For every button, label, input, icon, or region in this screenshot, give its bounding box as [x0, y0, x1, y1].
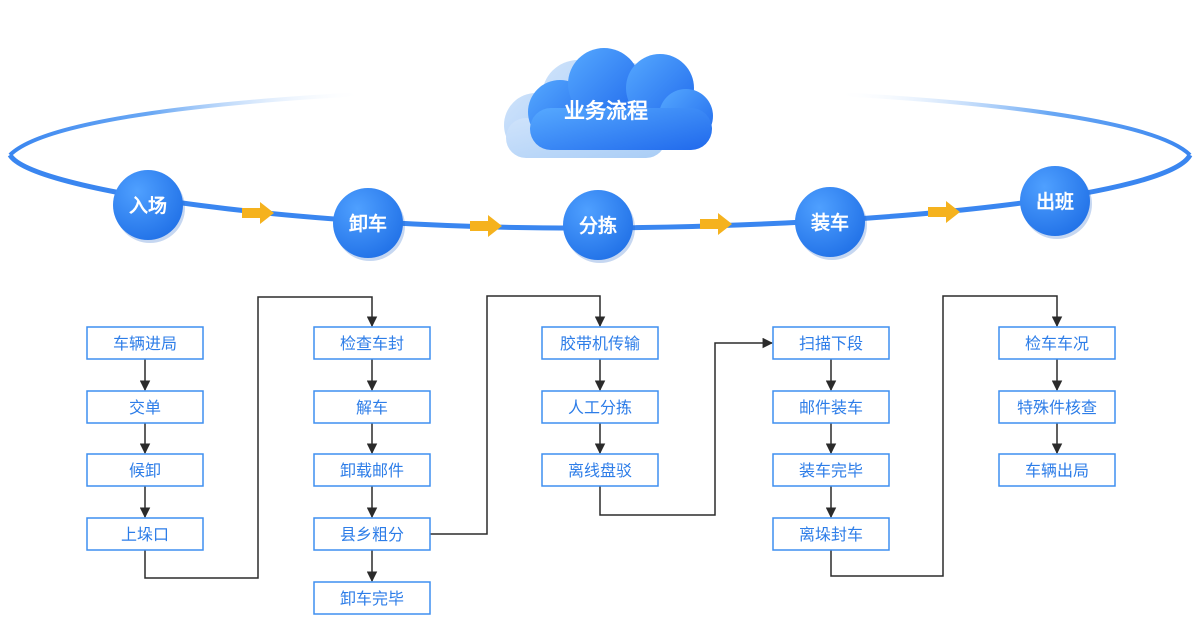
- process-step: 车辆出局: [998, 453, 1116, 487]
- process-step: 人工分拣: [541, 390, 659, 424]
- process-step: 邮件装车: [772, 390, 890, 424]
- stage-node: 入场: [113, 170, 185, 243]
- process-step-box: [541, 453, 659, 487]
- process-step-box: [313, 390, 431, 424]
- process-step-box: [313, 453, 431, 487]
- process-step: 离垛封车: [772, 517, 890, 551]
- process-step-label: 县乡粗分: [340, 525, 404, 544]
- process-step-box: [313, 326, 431, 360]
- cloud-icon: [504, 48, 713, 158]
- process-step-label: 检查车封: [340, 334, 404, 353]
- column-connector-arrow: [144, 296, 378, 579]
- process-step-label: 装车完毕: [799, 461, 863, 480]
- process-step: 检车车况: [998, 326, 1116, 360]
- process-step-label: 解车: [356, 398, 388, 417]
- process-step-label: 车辆进局: [113, 334, 177, 353]
- process-step: 检查车封: [313, 326, 431, 360]
- stage-node: 卸车: [333, 188, 405, 261]
- process-step: 扫描下段: [772, 326, 890, 360]
- process-step: 胶带机传输: [541, 326, 659, 360]
- process-step-label: 扫描下段: [799, 334, 863, 353]
- stage-label: 出班: [1036, 190, 1074, 213]
- stage-circle: [563, 190, 633, 260]
- diagram-title: 业务流程: [564, 99, 648, 123]
- process-step: 交单: [86, 390, 204, 424]
- stage-circle: [795, 187, 865, 257]
- process-step-box: [86, 517, 204, 551]
- column-connector-arrow: [599, 337, 774, 516]
- process-step: 特殊件核查: [998, 390, 1116, 424]
- process-step: 县乡粗分: [313, 517, 431, 551]
- process-step-box: [772, 453, 890, 487]
- process-step-box: [998, 390, 1116, 424]
- stage-label: 入场: [129, 195, 167, 217]
- process-step-box: [86, 390, 204, 424]
- process-step-label: 胶带机传输: [560, 334, 640, 353]
- process-step-label: 卸车完毕: [340, 589, 404, 608]
- process-step-label: 检车车况: [1025, 334, 1089, 353]
- stage-circle: [1020, 166, 1090, 236]
- process-step-box: [541, 390, 659, 424]
- process-step: 卸载邮件: [313, 453, 431, 487]
- stage-circle: [333, 188, 403, 258]
- stage-arrow-icon: [928, 201, 960, 223]
- process-step-label: 离线盘驳: [568, 461, 632, 480]
- stage-arrow-icon: [700, 213, 732, 235]
- stage-label: 分拣: [579, 214, 617, 237]
- column-connector-arrow: [830, 295, 1063, 577]
- process-step-box: [998, 453, 1116, 487]
- process-step-label: 车辆出局: [1025, 461, 1089, 480]
- process-step-box: [772, 326, 890, 360]
- process-step-label: 邮件装车: [799, 398, 863, 417]
- process-step-box: [313, 517, 431, 551]
- stage-arrow-icon: [242, 202, 274, 224]
- process-step-label: 人工分拣: [568, 398, 632, 417]
- stage-node: 出班: [1020, 166, 1092, 239]
- stage-circle: [113, 170, 183, 240]
- stage-label: 卸车: [349, 212, 387, 235]
- process-step-label: 交单: [129, 398, 161, 417]
- process-step-box: [772, 390, 890, 424]
- stage-node: 装车: [795, 187, 867, 260]
- process-step-label: 特殊件核查: [1017, 398, 1097, 417]
- process-step: 上垛口: [86, 517, 204, 551]
- process-step-box: [998, 326, 1116, 360]
- process-step-label: 上垛口: [121, 525, 169, 544]
- stage-node: 分拣: [563, 190, 635, 263]
- process-step-box: [541, 326, 659, 360]
- process-step-box: [86, 453, 204, 487]
- process-step-box: [772, 517, 890, 551]
- process-step: 解车: [313, 390, 431, 424]
- process-step-label: 候卸: [129, 461, 161, 480]
- process-step-label: 离垛封车: [799, 525, 863, 544]
- process-step-label: 卸载邮件: [340, 461, 404, 480]
- stage-label: 装车: [810, 211, 849, 234]
- process-step-box: [313, 581, 431, 615]
- stage-arrow-icon: [470, 215, 502, 237]
- process-step: 卸车完毕: [313, 581, 431, 615]
- process-step: 车辆进局: [86, 326, 204, 360]
- process-step-box: [86, 326, 204, 360]
- process-step: 候卸: [86, 453, 204, 487]
- column-connector-arrow: [430, 295, 606, 535]
- process-step: 离线盘驳: [541, 453, 659, 487]
- process-step: 装车完毕: [772, 453, 890, 487]
